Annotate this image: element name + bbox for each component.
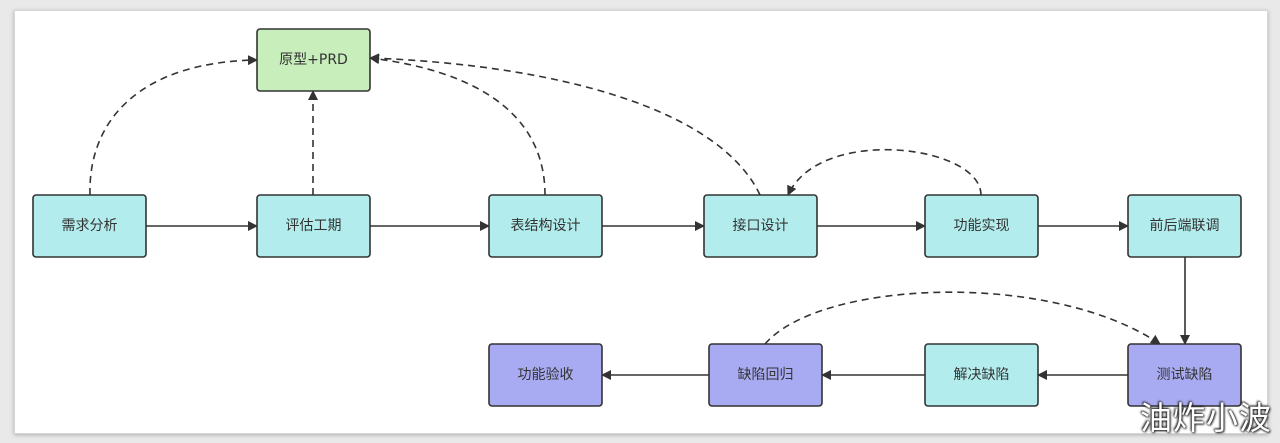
node-impl: 功能实现 [924, 194, 1039, 258]
edge-schema-to-prototype [369, 54, 546, 196]
node-integration: 前后端联调 [1127, 194, 1242, 258]
node-regress: 缺陷回归 [708, 343, 823, 407]
node-box-fix [924, 343, 1039, 407]
node-api: 接口设计 [703, 194, 818, 258]
edge-impl-to-api [787, 148, 982, 196]
diagram-canvas [14, 10, 1268, 434]
node-box-prototype [256, 28, 371, 92]
node-box-impl [924, 194, 1039, 258]
node-label-demand: 需求分析 [62, 218, 118, 234]
node-box-demand [32, 194, 147, 258]
node-label-prototype: 原型+PRD [279, 52, 348, 68]
node-box-accept [488, 343, 603, 407]
node-box-test [1127, 343, 1242, 407]
edge-demand-to-prototype [89, 55, 258, 196]
node-fix: 解决缺陷 [924, 343, 1039, 407]
node-label-estimate: 评估工期 [286, 218, 342, 234]
node-label-test: 测试缺陷 [1157, 367, 1213, 383]
node-label-schema: 表结构设计 [511, 218, 581, 234]
node-label-api: 接口设计 [733, 217, 789, 234]
node-box-integration [1127, 194, 1242, 258]
node-label-regress: 缺陷回归 [738, 366, 794, 383]
node-box-estimate [256, 194, 371, 258]
node-box-api [703, 194, 818, 258]
watermark-text: 油炸小波 [1139, 399, 1272, 437]
node-schema: 表结构设计 [488, 194, 603, 258]
edge-regress-to-test [764, 291, 1161, 345]
node-test: 测试缺陷 [1127, 343, 1242, 407]
node-box-regress [708, 343, 823, 407]
node-label-fix: 解决缺陷 [954, 367, 1010, 383]
node-label-integration: 前后端联调 [1150, 217, 1220, 234]
node-accept: 功能验收 [488, 343, 603, 407]
node-label-accept: 功能验收 [518, 367, 574, 383]
node-label-impl: 功能实现 [954, 218, 1010, 234]
node-box-schema [488, 194, 603, 258]
node-estimate: 评估工期 [256, 194, 371, 258]
node-demand: 需求分析 [32, 194, 147, 258]
node-prototype: 原型+PRD [256, 28, 371, 92]
edge-api-to-prototype [369, 53, 761, 196]
